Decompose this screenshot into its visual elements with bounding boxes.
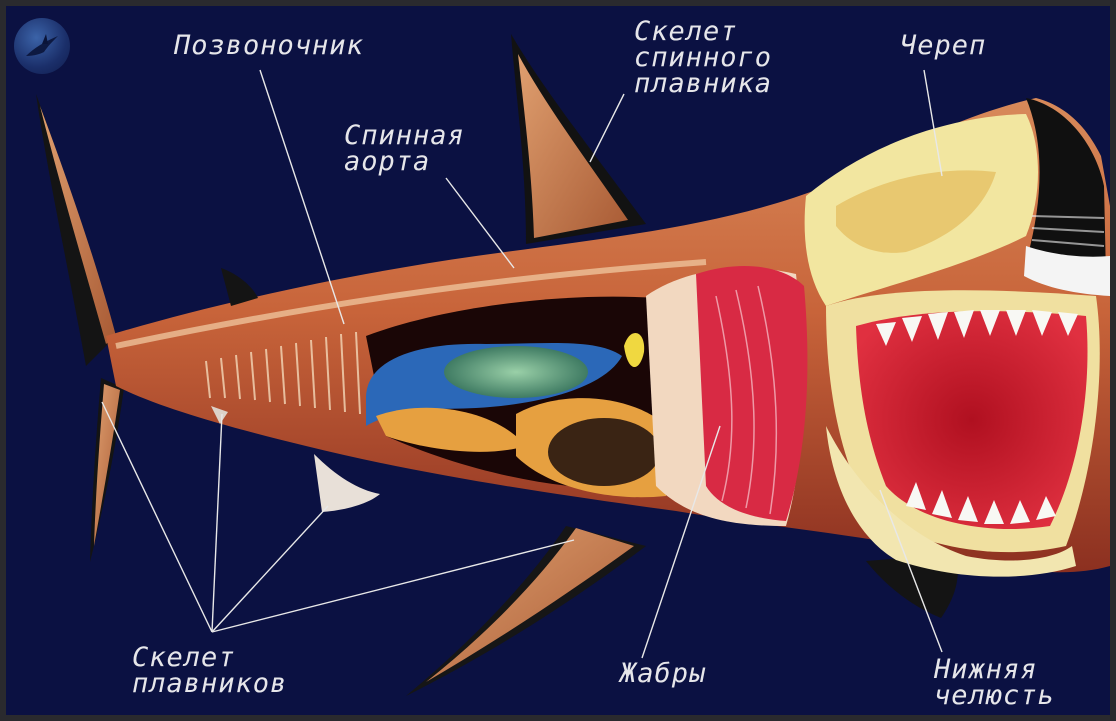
label-dorsal-fin-skeleton-line3: плавника: [634, 72, 772, 96]
label-dorsal-aorta-line2: аорта: [344, 150, 430, 174]
label-fin-skeleton-line2: плавников: [132, 672, 287, 696]
label-fin-skeleton-line1: Скелет: [132, 646, 236, 670]
label-gills: Жабры: [620, 662, 706, 686]
label-lower-jaw-line2: челюсть: [934, 684, 1055, 708]
shark-anatomy-illustration: [6, 6, 1110, 715]
label-skull: Череп: [900, 34, 986, 58]
diagram-frame: Позвоночник Скелет спинного плавника Чер…: [6, 6, 1110, 715]
label-lower-jaw-line1: Нижняя: [934, 658, 1038, 682]
label-dorsal-fin-skeleton-line1: Скелет: [634, 20, 738, 44]
label-dorsal-aorta-line1: Спинная: [344, 124, 465, 148]
label-dorsal-fin-skeleton-line2: спинного: [634, 46, 772, 70]
tail-fin: [36, 94, 124, 562]
label-spine: Позвоночник: [174, 34, 364, 58]
